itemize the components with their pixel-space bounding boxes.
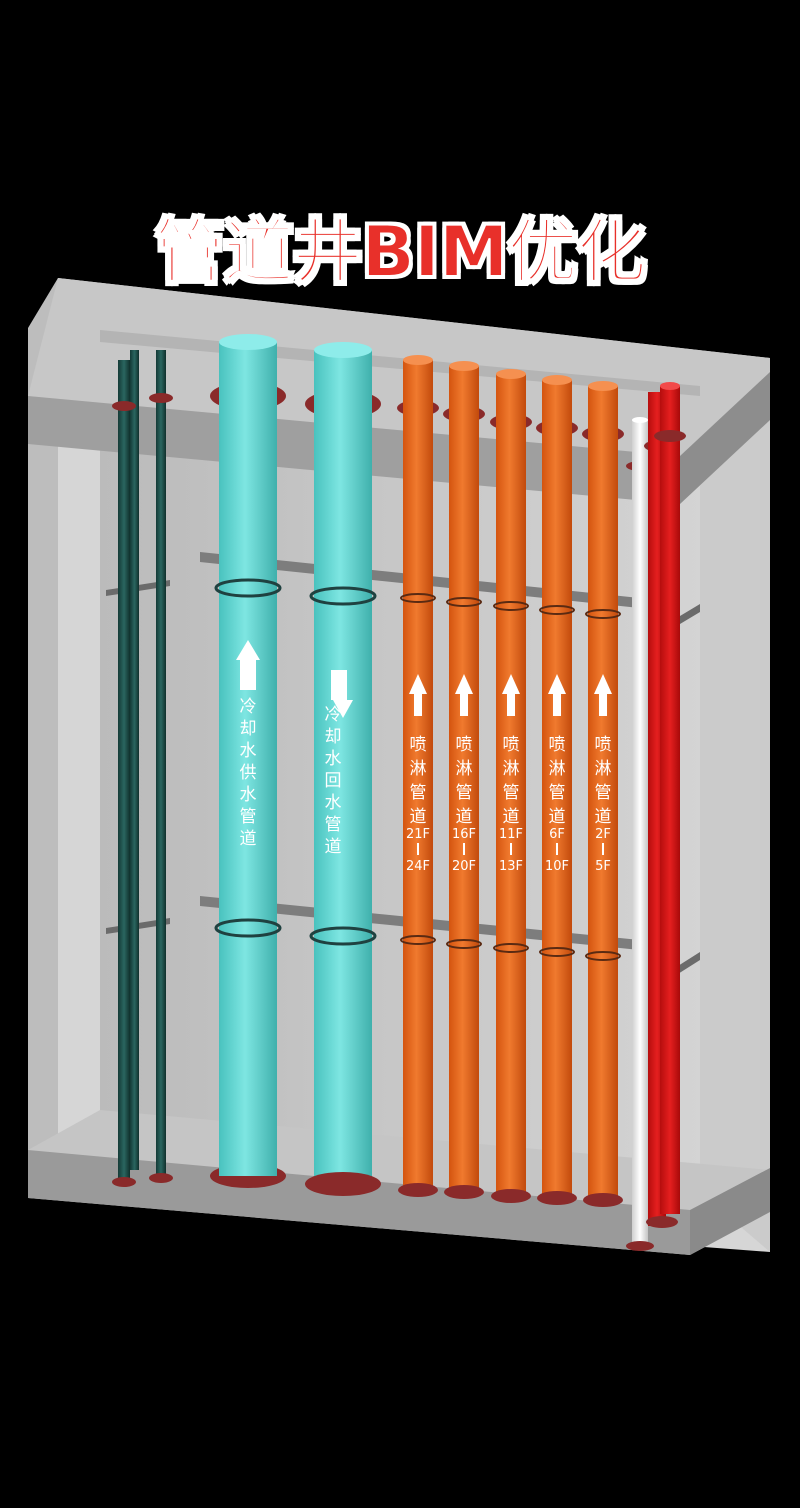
pipe-label-char: 淋 bbox=[595, 759, 612, 779]
pipe-label-char: 水 bbox=[240, 785, 257, 805]
floor-to: 5F bbox=[595, 859, 611, 874]
pipe-flange bbox=[444, 1185, 484, 1199]
floor-to: 13F bbox=[499, 859, 523, 874]
pipe-label-char: 管 bbox=[549, 783, 566, 803]
flow-up-arrow-icon bbox=[548, 674, 566, 716]
pipe-label-char: 道 bbox=[456, 807, 473, 827]
pipe-label-char: 水 bbox=[240, 741, 257, 761]
floor-range-bar bbox=[556, 843, 558, 855]
pipe-top bbox=[496, 369, 526, 379]
floor-range-bar bbox=[417, 843, 419, 855]
pipe-clamp bbox=[493, 943, 529, 953]
floor-to: 20F bbox=[452, 859, 476, 874]
pipe-clamp bbox=[493, 601, 529, 611]
floor-range-bar bbox=[602, 843, 604, 855]
pipe-body bbox=[449, 366, 479, 1192]
pipe-label-char: 冷 bbox=[240, 697, 257, 717]
white-pipe bbox=[626, 417, 654, 1251]
flow-down-arrow-icon bbox=[327, 670, 353, 718]
pipe-flange bbox=[491, 1189, 531, 1203]
pipe-label-char: 喷 bbox=[503, 735, 520, 755]
pipe-label-char: 管 bbox=[240, 807, 257, 827]
pipe-label-char: 喷 bbox=[410, 735, 427, 755]
pipe-label-char: 管 bbox=[503, 783, 520, 803]
flow-up-arrow-icon bbox=[409, 674, 427, 716]
floor-from: 2F bbox=[595, 827, 611, 842]
pipe-flange bbox=[537, 1191, 577, 1205]
pipe-label-char: 却 bbox=[325, 727, 342, 747]
flow-up-arrow-icon bbox=[502, 674, 520, 716]
pipe-clamp bbox=[446, 597, 482, 607]
pipe-clamp bbox=[446, 939, 482, 949]
pipe-label-char: 喷 bbox=[549, 735, 566, 755]
pipe-label-char: 淋 bbox=[456, 759, 473, 779]
pipe-label-char: 管 bbox=[325, 815, 342, 835]
pipe-label-char: 淋 bbox=[503, 759, 520, 779]
pipe-clamp bbox=[400, 593, 436, 603]
pipe-clamp bbox=[585, 951, 621, 961]
pipe-clamp bbox=[400, 935, 436, 945]
pipe-label-char: 淋 bbox=[410, 759, 427, 779]
pipe-body bbox=[403, 360, 433, 1190]
pipe-label-char: 道 bbox=[595, 807, 612, 827]
floor-range-bar bbox=[463, 843, 465, 855]
pipe-label-char: 道 bbox=[503, 807, 520, 827]
floor-to: 24F bbox=[406, 859, 430, 874]
pipe-top bbox=[542, 375, 572, 385]
floor-from: 21F bbox=[406, 827, 430, 842]
pipe-label-char: 道 bbox=[240, 829, 257, 849]
pipe-clamp bbox=[539, 605, 575, 615]
pipe-label-char: 管 bbox=[456, 783, 473, 803]
sprinkler-pipes: 喷淋管道21F24F喷淋管道16F20F喷淋管道11F13F喷淋管道6F10F喷… bbox=[397, 355, 624, 1207]
pipe-top bbox=[403, 355, 433, 365]
floor-from: 11F bbox=[499, 827, 523, 842]
pipe-top bbox=[588, 381, 618, 391]
pipe-label-char: 道 bbox=[410, 807, 427, 827]
pipe-clamp bbox=[585, 609, 621, 619]
flow-up-arrow-icon bbox=[236, 640, 260, 690]
floor-range-bar bbox=[510, 843, 512, 855]
page-title: 管道井BIM优化 bbox=[153, 210, 647, 294]
fire-pipes bbox=[644, 382, 686, 1228]
pipe-body bbox=[496, 374, 526, 1196]
pipe-label-char: 喷 bbox=[456, 735, 473, 755]
flow-up-arrow-icon bbox=[594, 674, 612, 716]
pipe-flange bbox=[398, 1183, 438, 1197]
pipe-label-char: 却 bbox=[240, 719, 257, 739]
pipe-label-char: 淋 bbox=[549, 759, 566, 779]
pipe-label-char: 水 bbox=[325, 793, 342, 813]
pipe-label-char: 水 bbox=[325, 749, 342, 769]
pipe-label-char: 道 bbox=[325, 837, 342, 857]
pipe-label-char: 道 bbox=[549, 807, 566, 827]
flow-up-arrow-icon bbox=[455, 674, 473, 716]
pipe-label-char: 供 bbox=[240, 763, 257, 783]
drain-pipes bbox=[112, 350, 173, 1187]
pipe-body bbox=[588, 386, 618, 1200]
pipe-label-char: 喷 bbox=[595, 735, 612, 755]
floor-to: 10F bbox=[545, 859, 569, 874]
pipe-label-char: 管 bbox=[595, 783, 612, 803]
floor-from: 16F bbox=[452, 827, 476, 842]
bottom-slab bbox=[28, 1110, 770, 1255]
pipe-top bbox=[449, 361, 479, 371]
pipe-label-char: 管 bbox=[410, 783, 427, 803]
floor-from: 6F bbox=[549, 827, 565, 842]
pipe-label-char: 回 bbox=[325, 771, 342, 791]
pipe-body bbox=[542, 380, 572, 1198]
pipe-label-char: 冷 bbox=[325, 705, 342, 725]
pipe-clamp bbox=[539, 947, 575, 957]
pipe-flange bbox=[583, 1193, 623, 1207]
